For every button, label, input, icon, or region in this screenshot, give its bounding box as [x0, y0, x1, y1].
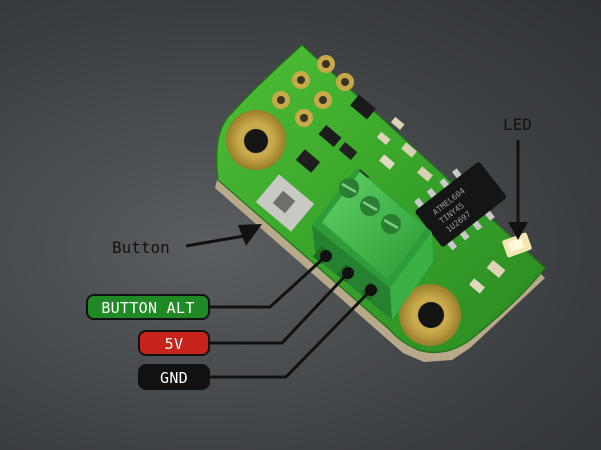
pin-leader-lines: [210, 250, 377, 379]
mounting-hole-top: [226, 110, 286, 170]
led-arrow: [508, 140, 528, 240]
pin-label-button-alt: BUTTON ALT: [86, 294, 210, 320]
led-label: LED: [503, 115, 532, 134]
led-component: [502, 232, 532, 258]
button-label: Button: [112, 238, 170, 257]
mounting-hole-bottom: [399, 284, 461, 346]
pin-label-gnd: GND: [138, 364, 210, 390]
header-pads: [272, 55, 354, 127]
microcontroller-chip: ATMEL604 TINY45 1U2697: [414, 162, 507, 251]
pin-label-5v: 5V: [138, 330, 210, 356]
tactile-button: [255, 174, 315, 232]
button-arrow: [185, 224, 262, 248]
